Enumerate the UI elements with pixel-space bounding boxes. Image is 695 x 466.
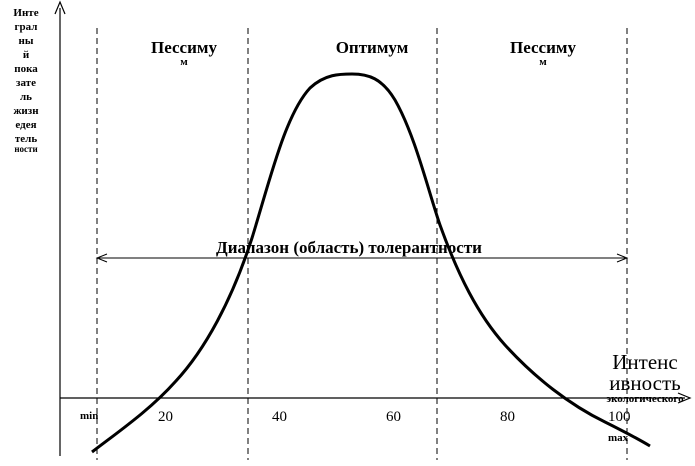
tolerance-curve bbox=[91, 72, 651, 454]
x-label-part: Интенс bbox=[612, 350, 678, 374]
zone-label-optimum: Оптимум bbox=[322, 38, 422, 58]
x-axis-label: Интенс ивность экологического bbox=[598, 350, 692, 404]
y-label-part: грал bbox=[14, 21, 38, 33]
y-label-part: зате bbox=[16, 77, 36, 89]
zone-label-right-pessimum: Пессиму м bbox=[495, 38, 591, 68]
y-label-part: жизн bbox=[13, 105, 39, 117]
tick-80: 80 bbox=[500, 409, 515, 425]
zone-label-right-tail: м bbox=[539, 56, 547, 68]
zone-label-optimum-text: Оптимум bbox=[335, 38, 409, 57]
tick-100: 100 bbox=[608, 409, 631, 425]
y-label-part: тель bbox=[14, 133, 38, 145]
zone-label-right-text: Пессиму bbox=[510, 38, 576, 57]
tick-40: 40 bbox=[272, 409, 287, 425]
x-axis-arrow bbox=[677, 392, 692, 404]
y-axis-arrow bbox=[54, 0, 66, 15]
x-label-part: ивность bbox=[609, 371, 681, 395]
y-label-part: пока bbox=[14, 63, 38, 75]
tick-20: 20 bbox=[158, 409, 173, 425]
tolerance-arrow-left-head bbox=[95, 253, 108, 263]
tick-max: max bbox=[608, 432, 629, 442]
tick-min: min bbox=[80, 410, 99, 420]
zone-label-left-pessimum: Пессиму м bbox=[136, 38, 232, 68]
y-label-cut: ности bbox=[14, 146, 38, 152]
zone-label-left-tail: м bbox=[180, 56, 188, 68]
y-label-part: ль bbox=[20, 91, 32, 103]
y-label-part: ны bbox=[18, 35, 34, 47]
tolerance-range-label: Диапазон (область) толерантности bbox=[216, 238, 482, 257]
y-label-part: й bbox=[22, 49, 30, 61]
y-label-part: едея bbox=[15, 119, 37, 131]
y-label-part: Инте bbox=[13, 7, 39, 19]
tick-60: 60 bbox=[386, 409, 401, 425]
zone-label-left-text: Пессиму bbox=[151, 38, 217, 57]
tolerance-arrow-right-head bbox=[616, 253, 629, 263]
y-axis-label: Инте грал ны й пока зате ль жизн едея те… bbox=[8, 6, 44, 152]
x-label-cut: экологического bbox=[606, 394, 684, 403]
